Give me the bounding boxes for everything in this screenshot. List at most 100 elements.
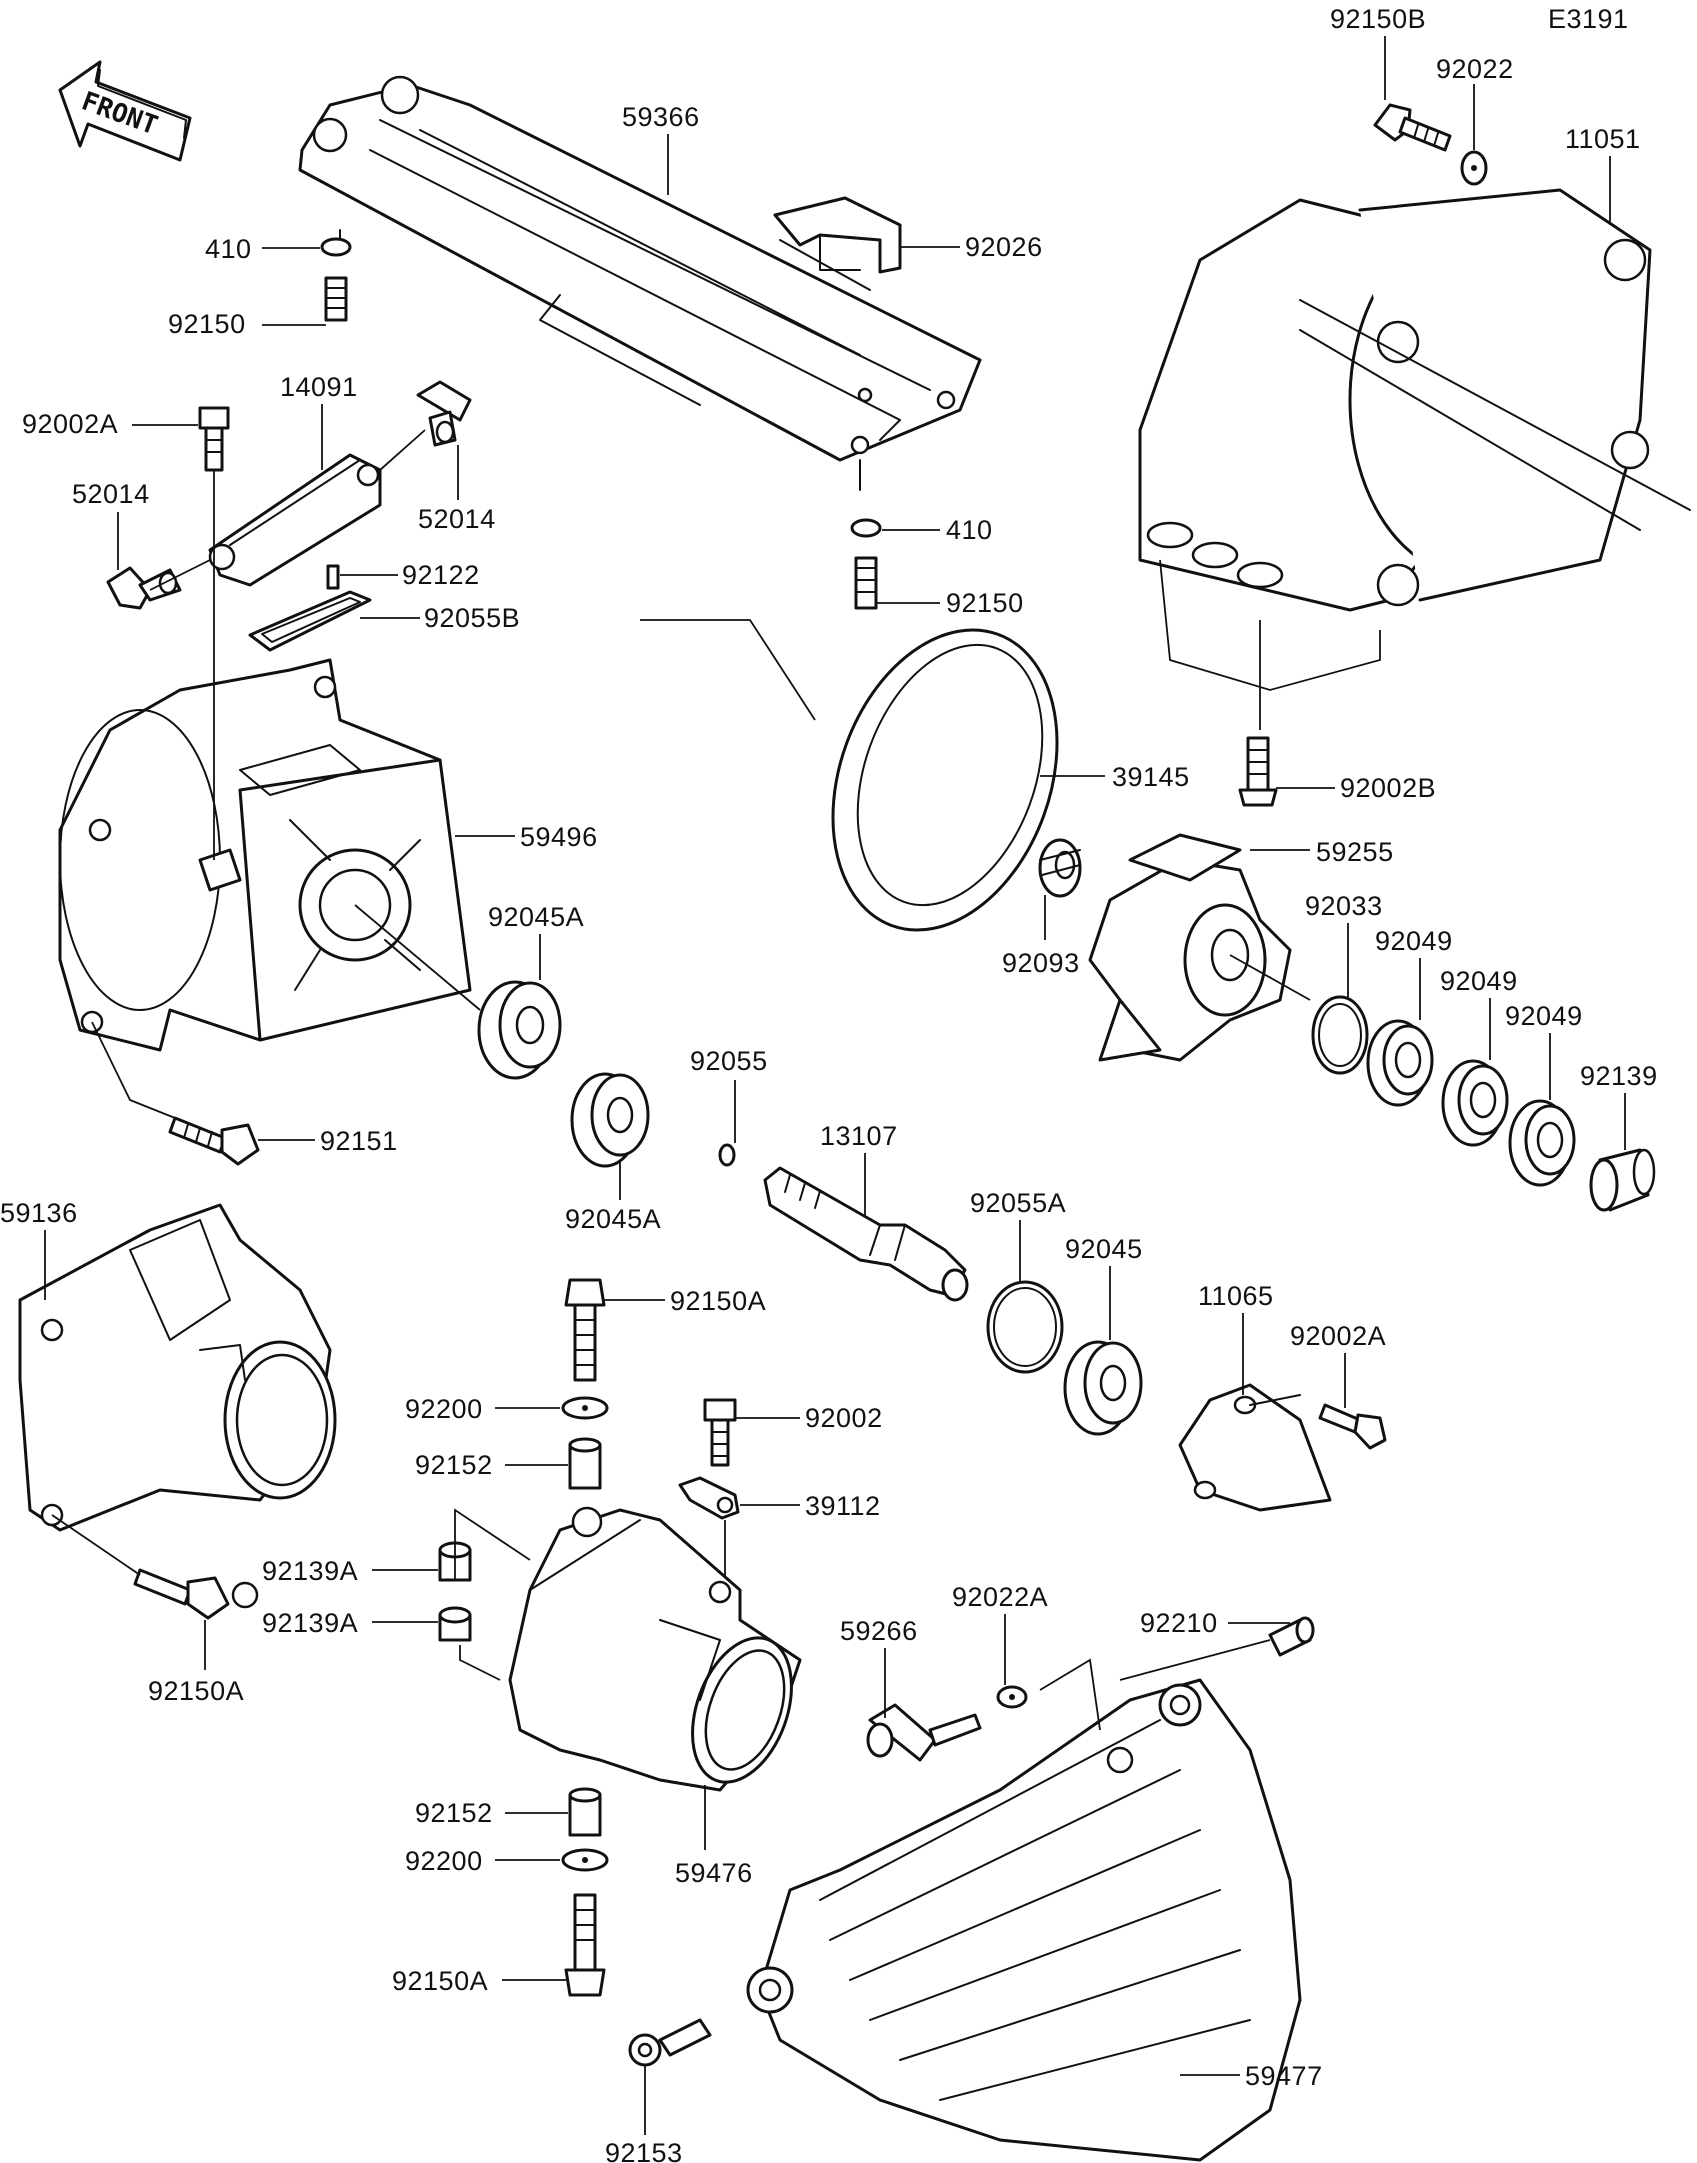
svg-text:92049: 92049 — [1375, 926, 1453, 956]
label-59476: 59476 — [675, 1785, 752, 1888]
svg-text:92150A: 92150A — [670, 1286, 766, 1316]
label-92045A-a: 92045A — [488, 902, 584, 980]
label-410-b: 410 — [882, 515, 993, 545]
svg-text:92150A: 92150A — [392, 1966, 488, 1996]
label-92139: 92139 — [1580, 1061, 1658, 1150]
label-14091: 14091 — [280, 372, 358, 470]
washer-410-a — [320, 237, 352, 257]
label-92022A: 92022A — [952, 1582, 1048, 1685]
washer-92200-a — [561, 1396, 609, 1420]
bolt-92002 — [703, 1398, 737, 1467]
svg-text:92022A: 92022A — [952, 1582, 1048, 1612]
circlip-92033 — [1311, 995, 1369, 1075]
bearing-92045A-a — [477, 980, 562, 1080]
label-52014-a: 52014 — [72, 479, 149, 570]
label-92033: 92033 — [1305, 891, 1382, 997]
collar-92210 — [1268, 1616, 1315, 1657]
svg-text:92139: 92139 — [1580, 1061, 1658, 1091]
adapter-14091 — [208, 453, 382, 587]
label-59136: 59136 — [0, 1198, 78, 1300]
label-92049-b: 92049 — [1440, 966, 1518, 1060]
svg-text:92200: 92200 — [405, 1846, 483, 1876]
svg-text:92150: 92150 — [946, 588, 1024, 618]
washer-92022 — [1460, 150, 1488, 186]
o-ring-92055 — [718, 1143, 736, 1167]
label-92152-b: 92152 — [415, 1798, 568, 1828]
label-92210: 92210 — [1140, 1608, 1290, 1638]
label-92150-b: 92150 — [876, 588, 1024, 618]
bolt-92151 — [168, 1116, 260, 1166]
bolt-92153 — [628, 2018, 712, 2067]
bolt-92002A-a — [198, 406, 230, 472]
bolt-92002B — [1238, 736, 1278, 807]
svg-text:59266: 59266 — [840, 1616, 918, 1646]
gasket-92055B — [248, 590, 372, 652]
svg-text:59255: 59255 — [1316, 837, 1394, 867]
elbow-fitting-52014-b — [416, 380, 472, 447]
o-ring-92055A — [986, 1280, 1064, 1374]
label-92055A: 92055A — [970, 1188, 1066, 1282]
svg-text:92055B: 92055B — [424, 603, 520, 633]
svg-text:59496: 59496 — [520, 822, 598, 852]
svg-text:92055: 92055 — [690, 1046, 768, 1076]
svg-text:92022: 92022 — [1436, 54, 1514, 84]
label-59477: 59477 — [1180, 2061, 1322, 2091]
label-92122: 92122 — [340, 560, 479, 590]
label-92150A-c: 92150A — [392, 1966, 566, 1996]
cap-11065 — [1178, 1383, 1332, 1512]
svg-text:92049: 92049 — [1505, 1001, 1583, 1031]
label-92153: 92153 — [605, 2066, 683, 2163]
label-92002B: 92002B — [1276, 773, 1436, 803]
svg-text:410: 410 — [946, 515, 993, 545]
svg-text:92002B: 92002B — [1340, 773, 1436, 803]
label-92026: 92026 — [900, 232, 1042, 262]
svg-text:39145: 39145 — [1112, 762, 1190, 792]
label-92045: 92045 — [1065, 1234, 1143, 1340]
washer-92022A — [996, 1685, 1028, 1709]
collar-92152-b — [568, 1787, 602, 1837]
label-92045A-b: 92045A — [565, 1160, 661, 1234]
seal-92049-a — [1366, 1019, 1434, 1107]
label-410-a: 410 — [205, 234, 320, 264]
stopper-39112 — [678, 1476, 740, 1520]
svg-text:92093: 92093 — [1002, 948, 1080, 978]
svg-text:59366: 59366 — [622, 102, 700, 132]
svg-text:92153: 92153 — [605, 2138, 683, 2163]
svg-text:92151: 92151 — [320, 1126, 398, 1156]
label-39112: 39112 — [740, 1491, 881, 1521]
impeller-59255 — [1088, 833, 1292, 1062]
svg-text:13107: 13107 — [820, 1121, 898, 1151]
svg-text:92210: 92210 — [1140, 1608, 1218, 1638]
seal-92049-b — [1441, 1059, 1509, 1147]
pin-92122 — [326, 564, 340, 590]
svg-text:92045: 92045 — [1065, 1234, 1143, 1264]
label-52014-b: 52014 — [418, 445, 495, 534]
svg-text:92150: 92150 — [168, 309, 246, 339]
label-92055B: 92055B — [360, 603, 520, 633]
svg-text:92139A: 92139A — [262, 1556, 358, 1586]
label-59266: 59266 — [840, 1616, 918, 1718]
svg-text:92139A: 92139A — [262, 1608, 358, 1638]
label-92002: 92002 — [735, 1403, 882, 1433]
label-92150A-b: 92150A — [148, 1620, 244, 1706]
svg-text:14091: 14091 — [280, 372, 358, 402]
svg-text:92002A: 92002A — [1290, 1321, 1386, 1351]
bolt-92150-b — [854, 556, 878, 610]
washer-92200-b — [561, 1848, 609, 1872]
label-92150B: 92150B — [1330, 4, 1426, 100]
svg-text:92150B: 92150B — [1330, 4, 1426, 34]
pump-body-59496 — [58, 658, 472, 1052]
bearing-92045A-b — [570, 1072, 650, 1168]
svg-text:92200: 92200 — [405, 1394, 483, 1424]
svg-text:92045A: 92045A — [488, 902, 584, 932]
svg-text:92150A: 92150A — [148, 1676, 244, 1706]
svg-text:59136: 59136 — [0, 1198, 78, 1228]
svg-text:11051: 11051 — [1565, 124, 1641, 154]
svg-text:92049: 92049 — [1440, 966, 1518, 996]
svg-text:39112: 39112 — [805, 1491, 881, 1521]
label-92200-a: 92200 — [405, 1394, 560, 1424]
washer-410-b — [850, 518, 882, 538]
label-92093: 92093 — [1002, 895, 1080, 978]
label-92049-a: 92049 — [1375, 926, 1453, 1020]
label-92150-a: 92150 — [168, 309, 326, 339]
